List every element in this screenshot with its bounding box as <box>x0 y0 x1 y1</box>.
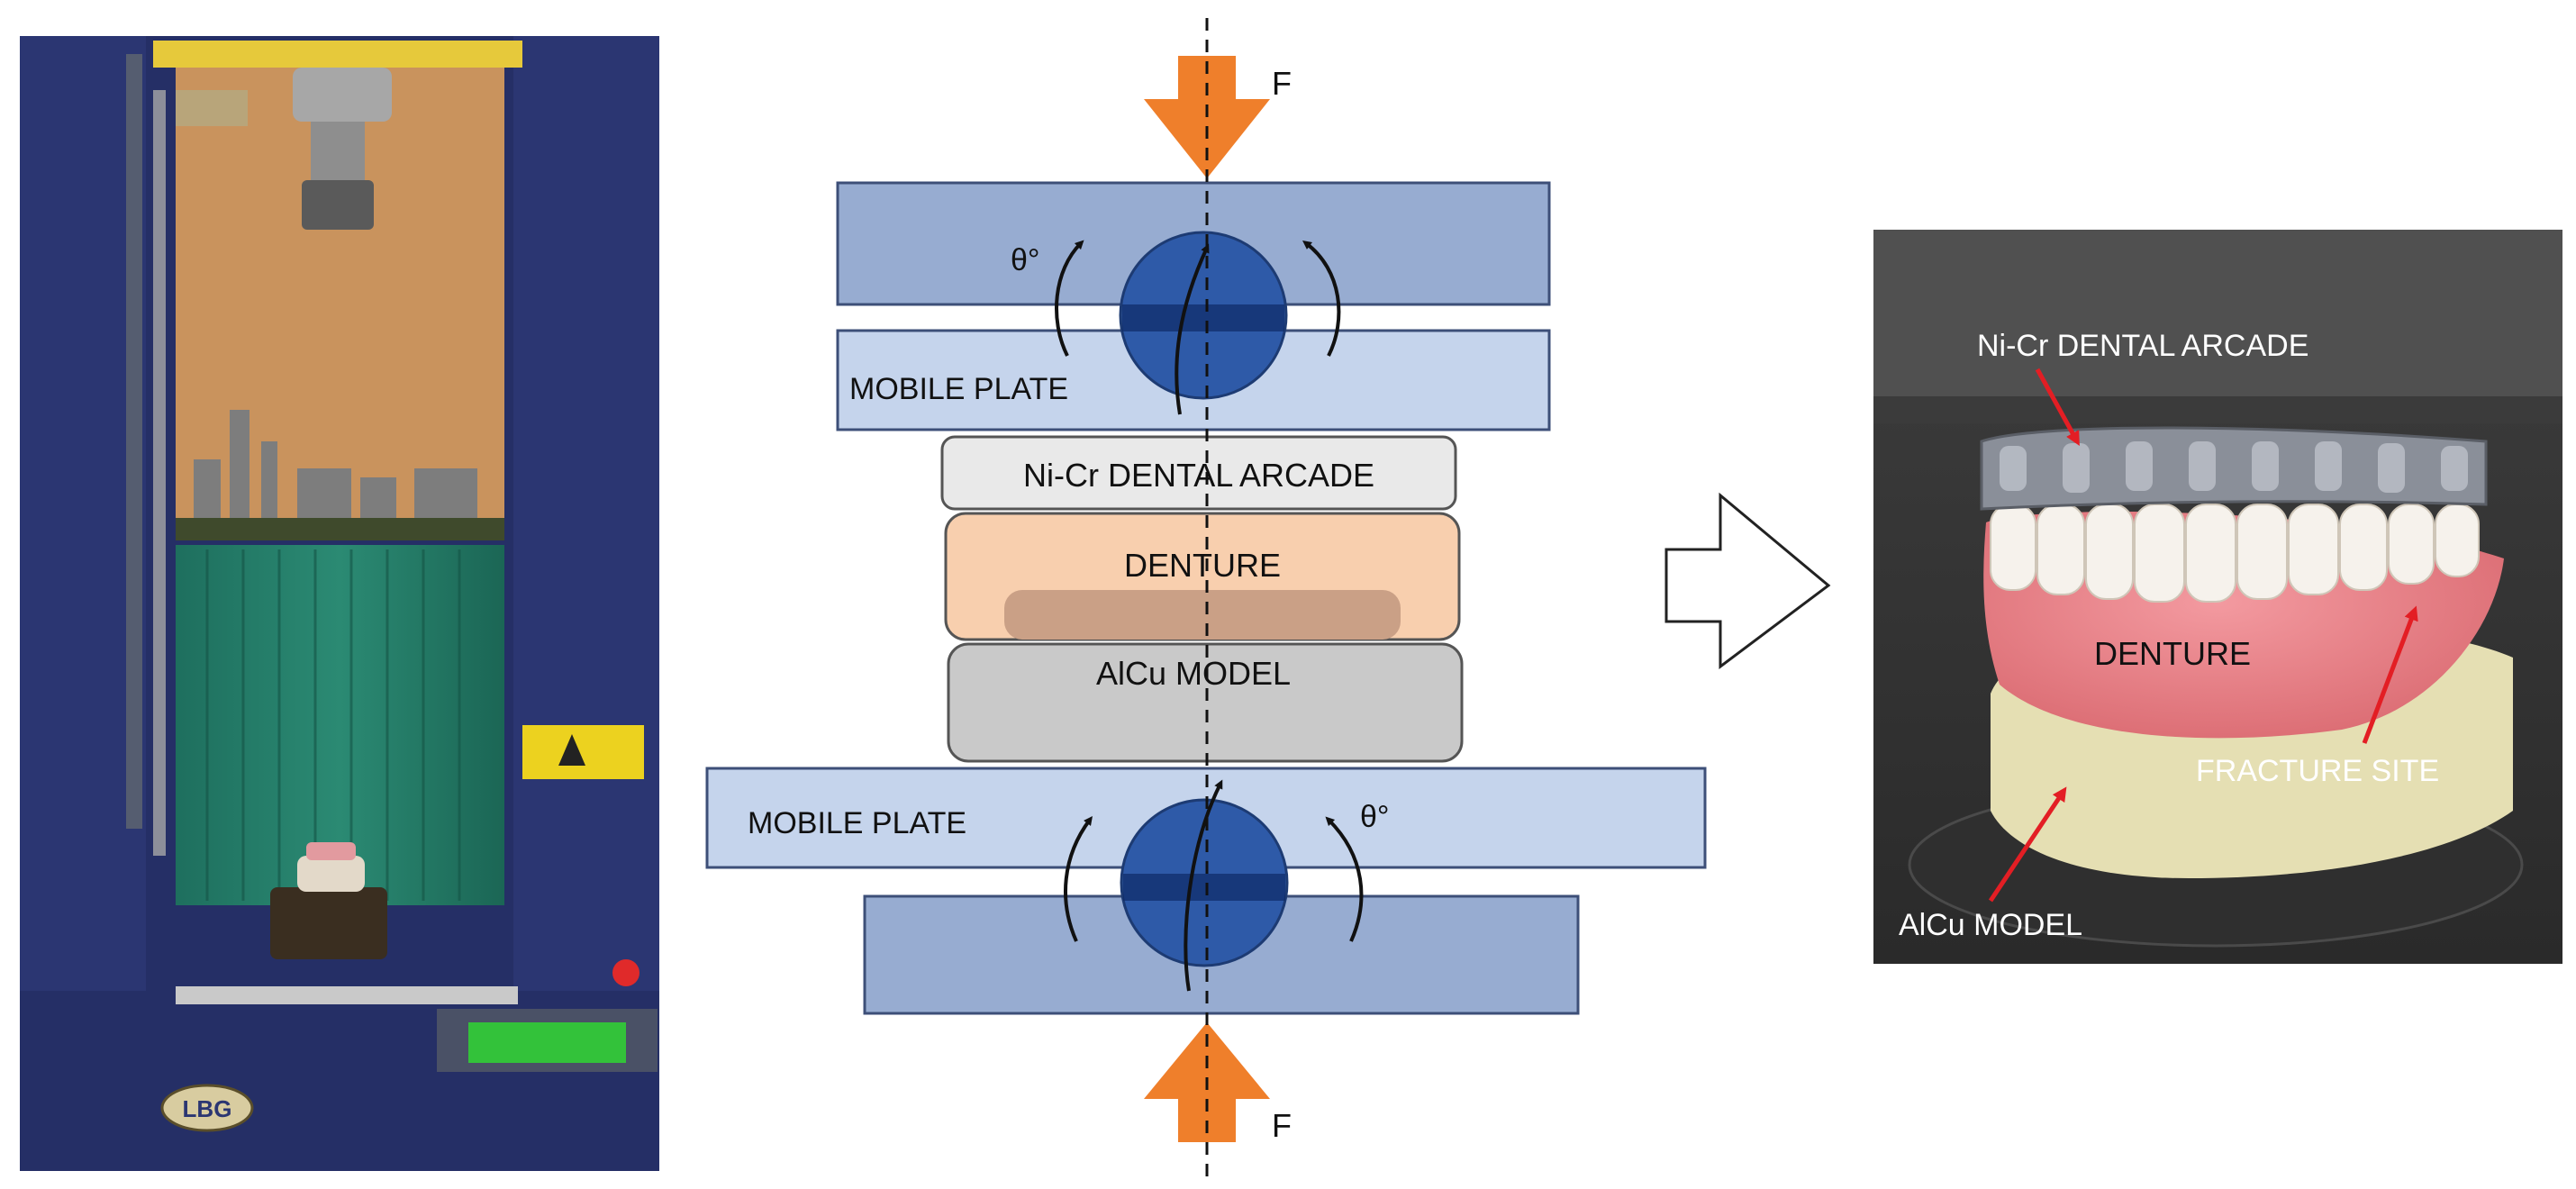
denture-label: DENTURE <box>1124 547 1281 584</box>
top-rotation-arrow-left <box>1055 240 1084 357</box>
denture-inner-cavity <box>1004 590 1401 640</box>
fracture-pointer <box>2362 605 2418 744</box>
bottom-rotation-arrow-right <box>1325 816 1364 942</box>
testing-machine-photo: LBG <box>20 36 659 1171</box>
nicr-arcade <box>1980 426 2488 511</box>
machine-right-column <box>513 36 659 991</box>
result-arrow <box>1664 492 1831 669</box>
top-rotation-arrow-center <box>1175 243 1210 415</box>
specimen-fixture <box>270 842 387 959</box>
top-hinge <box>1119 231 1288 400</box>
emergency-stop <box>612 959 639 986</box>
alcu-model-block <box>947 642 1464 763</box>
brand-plate: LBG <box>160 1084 254 1132</box>
bottom-hinge <box>1120 798 1289 967</box>
result-denture-label: DENTURE <box>2094 635 2251 672</box>
alcu-model-label: AlCu MODEL <box>1096 655 1291 692</box>
schematic-diagram: F MOBILE PLATE θ° Ni-Cr DENTAL ARCADE DE… <box>705 18 1707 1182</box>
arcade-pointer <box>2035 368 2080 447</box>
bottom-rotation-arrow-left <box>1064 815 1093 942</box>
bottom-force-label: F <box>1272 1107 1292 1144</box>
upper-platen <box>1873 230 2562 423</box>
model-pointer <box>1988 786 2067 903</box>
top-crossbar <box>153 41 522 68</box>
load-cell <box>293 68 392 230</box>
brand-label: LBG <box>183 1095 232 1122</box>
lead-screw <box>126 54 142 829</box>
bottom-mobile-plate-label: MOBILE PLATE <box>748 806 966 840</box>
result-arcade-label: Ni-Cr DENTAL ARCADE <box>1977 329 2308 363</box>
top-rotation-arrow-right <box>1302 240 1341 357</box>
machine-base <box>176 986 518 1004</box>
bottom-theta-label: θ° <box>1360 800 1390 834</box>
dental-arcade-label: Ni-Cr DENTAL ARCADE <box>1023 457 1374 494</box>
dental-arcade-block <box>940 435 1457 511</box>
top-mobile-plate-label: MOBILE PLATE <box>849 372 1068 406</box>
machine-left-column <box>20 36 146 991</box>
warning-label <box>522 725 644 779</box>
result-model-label: AlCu MODEL <box>1899 908 2082 942</box>
result-fracture-label: FRACTURE SITE <box>2196 754 2439 788</box>
top-force-label: F <box>1272 65 1292 102</box>
top-theta-label: θ° <box>1011 243 1040 277</box>
tool-shelf <box>176 518 504 540</box>
control-panel <box>437 1009 658 1072</box>
tools <box>194 410 477 518</box>
result-photo: Ni-Cr DENTAL ARCADE DENTURE FRACTURE SIT… <box>1873 230 2562 964</box>
bottom-rotation-arrow-center <box>1184 779 1223 992</box>
